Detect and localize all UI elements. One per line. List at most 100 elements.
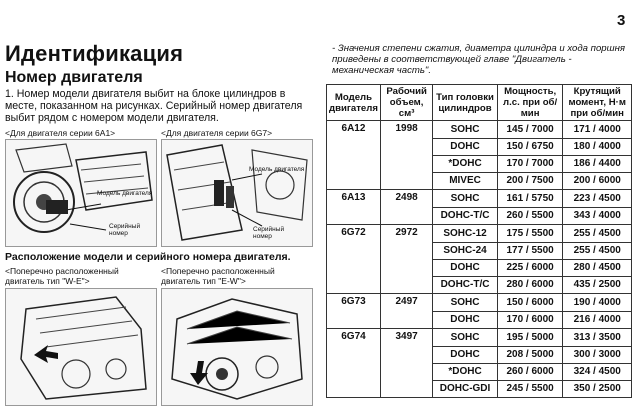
- header-power: Мощность, л.с. при об/мин: [496, 84, 564, 121]
- cell-head-type: DOHC: [432, 258, 498, 277]
- cell-power: 170 / 6000: [496, 310, 564, 329]
- cell-volume: 2497: [379, 293, 434, 311]
- cell-model: [326, 311, 381, 329]
- cell-model: 6A13: [326, 189, 381, 207]
- cell-model: 6G74: [326, 328, 381, 346]
- cell-model: [326, 242, 381, 259]
- cell-head-type: DOHC-GDI: [432, 379, 498, 398]
- callout-model-6a1: Модель двигателя: [97, 190, 153, 197]
- cell-torque: 300 / 3000: [562, 345, 632, 364]
- cell-power: 200 / 7500: [496, 171, 564, 190]
- header-model: Модель двигателя: [326, 84, 381, 121]
- cell-torque: 190 / 4000: [562, 293, 632, 312]
- figure-6g7-label: <Для двигателя серии 6G7>: [161, 128, 273, 138]
- cell-torque: 171 / 4000: [562, 120, 632, 139]
- cell-volume: 1998: [379, 120, 434, 138]
- cell-power: 280 / 6000: [496, 275, 564, 294]
- cell-head-type: SOHC: [432, 293, 498, 312]
- cell-head-type: *DOHC: [432, 362, 498, 381]
- cell-head-type: DOHC: [432, 137, 498, 156]
- header-torque: Крутящий момент, Н·м при об/мин: [562, 84, 632, 121]
- cell-model: 6G72: [326, 224, 381, 242]
- cell-model: [326, 138, 381, 155]
- figure-6g7: <Для двигателя серии 6G7> Модель двигате…: [161, 128, 313, 247]
- header-volume: Рабочий объем, см³: [379, 84, 434, 121]
- cell-torque: 350 / 2500: [562, 379, 632, 398]
- cell-head-type: DOHC: [432, 345, 498, 364]
- figure-we: <Поперечно расположенный двигатель тип "…: [5, 266, 157, 406]
- cell-model: 6A12: [326, 120, 381, 138]
- cell-model: [326, 155, 381, 172]
- cell-head-type: MIVEC: [432, 171, 498, 190]
- engine-drawing-we: [5, 288, 157, 406]
- cell-head-type: SOHC: [432, 328, 498, 347]
- cell-head-type: DOHC-T/C: [432, 275, 498, 294]
- cell-power: 145 / 7000: [496, 120, 564, 139]
- page-title: Идентификация: [5, 41, 184, 66]
- cell-torque: 435 / 2500: [562, 275, 632, 294]
- cell-head-type: SOHC: [432, 120, 498, 139]
- cell-power: 260 / 6000: [496, 362, 564, 381]
- cell-volume: [379, 155, 434, 172]
- cell-power: 245 / 5500: [496, 379, 564, 398]
- figure-ew-label-1: <Поперечно расположенный: [161, 266, 275, 276]
- cell-model: [326, 380, 381, 398]
- cell-power: 161 / 5750: [496, 189, 564, 208]
- cell-volume: [379, 138, 434, 155]
- cell-volume: [379, 242, 434, 259]
- cell-torque: 216 / 4000: [562, 310, 632, 329]
- engine-drawing-6g7: [161, 139, 313, 247]
- cell-volume: [379, 259, 434, 276]
- cell-volume: [379, 207, 434, 225]
- figure-we-label-2: двигатель тип "W-E">: [5, 276, 90, 286]
- cell-volume: [379, 346, 434, 363]
- cell-torque: 343 / 4000: [562, 206, 632, 225]
- cell-torque: 313 / 3500: [562, 328, 632, 347]
- figure-ew-label-2: двигатель тип "E-W">: [161, 276, 246, 286]
- section-subtitle: Номер двигателя: [5, 69, 143, 86]
- compression-note: - Значения степени сжатия, диаметра цили…: [332, 43, 625, 76]
- cell-torque: 223 / 4500: [562, 189, 632, 208]
- engine-drawing-ew: [161, 288, 313, 406]
- callout-serial-6g7: Серийный номер: [253, 226, 285, 240]
- cell-head-type: SOHC-24: [432, 241, 498, 260]
- cell-head-type: *DOHC: [432, 154, 498, 173]
- table-header-row: Модель двигателя Рабочий объем, см³ Тип …: [326, 84, 632, 121]
- cell-torque: 180 / 4000: [562, 137, 632, 156]
- figure-we-label-1: <Поперечно расположенный: [5, 266, 119, 276]
- engine-drawing-6a1: [5, 139, 157, 247]
- section-heading-location: Расположение модели и серийного номера д…: [5, 251, 291, 263]
- intro-paragraph: 1. Номер модели двигателя выбит на блоке…: [5, 88, 303, 124]
- cell-model: [326, 207, 381, 225]
- header-head-type: Тип головки цилиндров: [432, 84, 498, 121]
- figure-6a1-label: <Для двигателя серии 6А1>: [5, 128, 116, 138]
- cell-power: 260 / 5500: [496, 206, 564, 225]
- cell-volume: 2972: [379, 224, 434, 242]
- cell-power: 175 / 5500: [496, 224, 564, 243]
- page-number: 3: [617, 12, 626, 29]
- cell-torque: 186 / 4400: [562, 154, 632, 173]
- cell-volume: [379, 363, 434, 380]
- cell-torque: 324 / 4500: [562, 362, 632, 381]
- cell-power: 150 / 6000: [496, 293, 564, 312]
- figure-ew: <Поперечно расположенный двигатель тип "…: [161, 266, 313, 406]
- callout-serial-6a1: Серийный номер: [109, 223, 141, 237]
- cell-model: [326, 363, 381, 380]
- cell-model: [326, 172, 381, 190]
- cell-power: 177 / 5500: [496, 241, 564, 260]
- cell-head-type: DOHC: [432, 310, 498, 329]
- cell-torque: 255 / 4500: [562, 241, 632, 260]
- cell-model: [326, 346, 381, 363]
